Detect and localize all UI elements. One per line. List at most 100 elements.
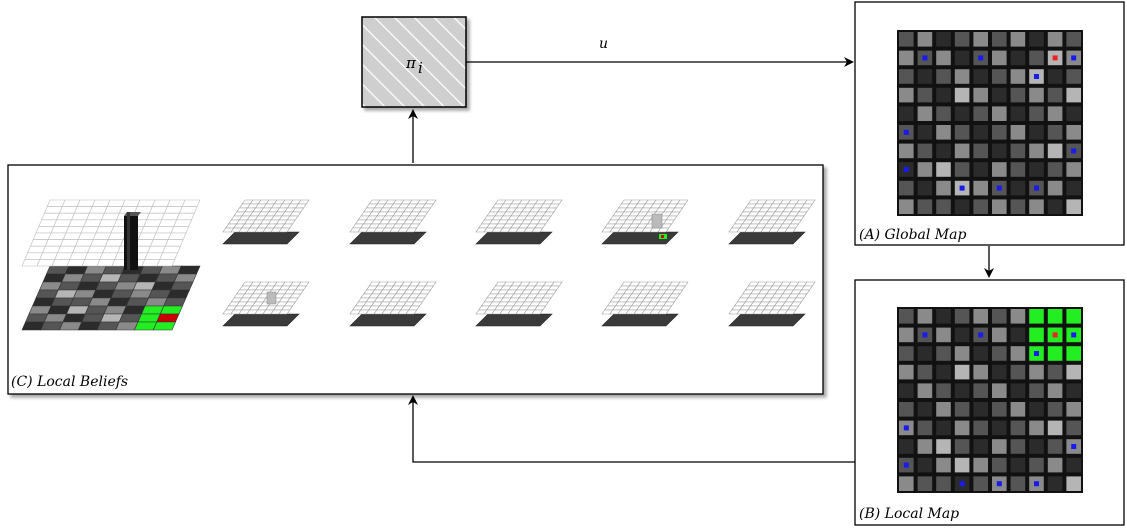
green-cell — [1047, 346, 1063, 361]
small-belief-6 — [349, 281, 437, 327]
map-cell — [1010, 199, 1026, 214]
map-cell — [936, 420, 951, 436]
map-cell — [973, 439, 988, 454]
map-cell — [899, 143, 914, 159]
belief-cell — [59, 321, 83, 331]
small-belief-base — [222, 313, 300, 327]
green-cell — [1029, 309, 1044, 324]
map-cell — [1066, 162, 1081, 177]
map-cell — [917, 32, 933, 47]
small-belief-9 — [728, 281, 816, 327]
map-cell — [992, 309, 1007, 324]
belief-cell — [181, 199, 201, 207]
agent-dot — [959, 185, 965, 191]
map-cell — [917, 476, 933, 491]
map-cell — [1066, 87, 1081, 103]
map-cell — [1066, 402, 1081, 417]
belief-cell — [98, 273, 122, 283]
map-cell — [954, 383, 970, 398]
map-cell — [973, 87, 988, 103]
map-cell — [992, 125, 1007, 140]
map-cell — [973, 309, 988, 324]
map-cell — [1066, 106, 1081, 121]
belief-cell — [167, 232, 187, 240]
map-cell — [899, 69, 914, 84]
green-cell — [1047, 309, 1063, 324]
map-cell — [899, 32, 914, 47]
map-cell — [954, 69, 970, 84]
map-cell — [1010, 162, 1026, 177]
belief-cell — [156, 313, 180, 323]
map-cell — [992, 346, 1007, 361]
agent-dot — [959, 481, 965, 487]
small-belief-4 — [728, 199, 816, 245]
belief-cell — [77, 321, 101, 331]
map-cell — [936, 162, 951, 177]
map-cell — [1029, 143, 1044, 159]
belief-cell — [83, 265, 107, 275]
belief-cell — [178, 206, 198, 214]
policy-subscript: i — [418, 59, 423, 77]
map-cell — [936, 199, 951, 214]
map-cell — [917, 199, 933, 214]
small-belief-base — [601, 313, 679, 327]
map-cell — [917, 457, 933, 473]
map-cell — [936, 106, 951, 121]
agent-dot — [996, 481, 1002, 487]
map-cell — [936, 327, 951, 343]
belief-cell — [39, 281, 63, 291]
map-cell — [1010, 457, 1026, 473]
map-cell — [1066, 199, 1081, 214]
belief-cell — [657, 309, 670, 315]
map-cell — [992, 364, 1007, 380]
map-cell — [899, 383, 914, 398]
map-cell — [1047, 162, 1063, 177]
map-cell — [992, 439, 1007, 454]
map-cell — [1010, 87, 1026, 103]
belief-cell — [100, 313, 124, 323]
map-cell — [1010, 327, 1026, 343]
agent-dot — [1071, 55, 1077, 61]
agent-dot — [1034, 185, 1039, 191]
map-cell — [936, 87, 951, 103]
small-belief-pillar — [651, 213, 663, 229]
arrows: u — [408, 36, 994, 463]
belief-cell — [657, 227, 670, 233]
map-cell — [992, 32, 1007, 47]
map-cell — [936, 364, 951, 380]
map-cell — [973, 32, 988, 47]
map-cell — [936, 476, 951, 491]
map-cell — [992, 402, 1007, 417]
map-cell — [917, 383, 933, 398]
map-cell — [917, 364, 933, 380]
map-cell — [899, 87, 914, 103]
map-cell — [899, 346, 914, 361]
belief-cell — [125, 297, 149, 307]
agent-dot — [903, 167, 909, 172]
global-map-panel: (A) Global Map — [854, 1, 1125, 246]
belief-cell — [141, 305, 165, 315]
belief-cell — [46, 265, 70, 275]
map-cell — [936, 383, 951, 398]
green-cell — [1066, 346, 1081, 361]
belief-cell — [110, 289, 134, 299]
belief-cell — [151, 281, 175, 291]
map-cell — [1047, 143, 1063, 159]
belief-cell — [531, 227, 544, 233]
map-cell — [992, 162, 1007, 177]
map-cell — [1047, 476, 1063, 491]
map-cell — [992, 457, 1007, 473]
map-cell — [992, 327, 1007, 343]
target-dot — [1052, 55, 1058, 61]
map-cell — [936, 50, 951, 66]
small-belief-5 — [222, 281, 310, 327]
belief-cell — [784, 227, 797, 233]
map-cell — [1047, 457, 1063, 473]
map-cell — [954, 327, 970, 343]
map-cell — [936, 32, 951, 47]
small-belief-pillar — [266, 291, 277, 305]
belief-cell — [64, 265, 88, 275]
belief-cell — [405, 227, 418, 233]
small-belief-3 — [601, 199, 689, 245]
